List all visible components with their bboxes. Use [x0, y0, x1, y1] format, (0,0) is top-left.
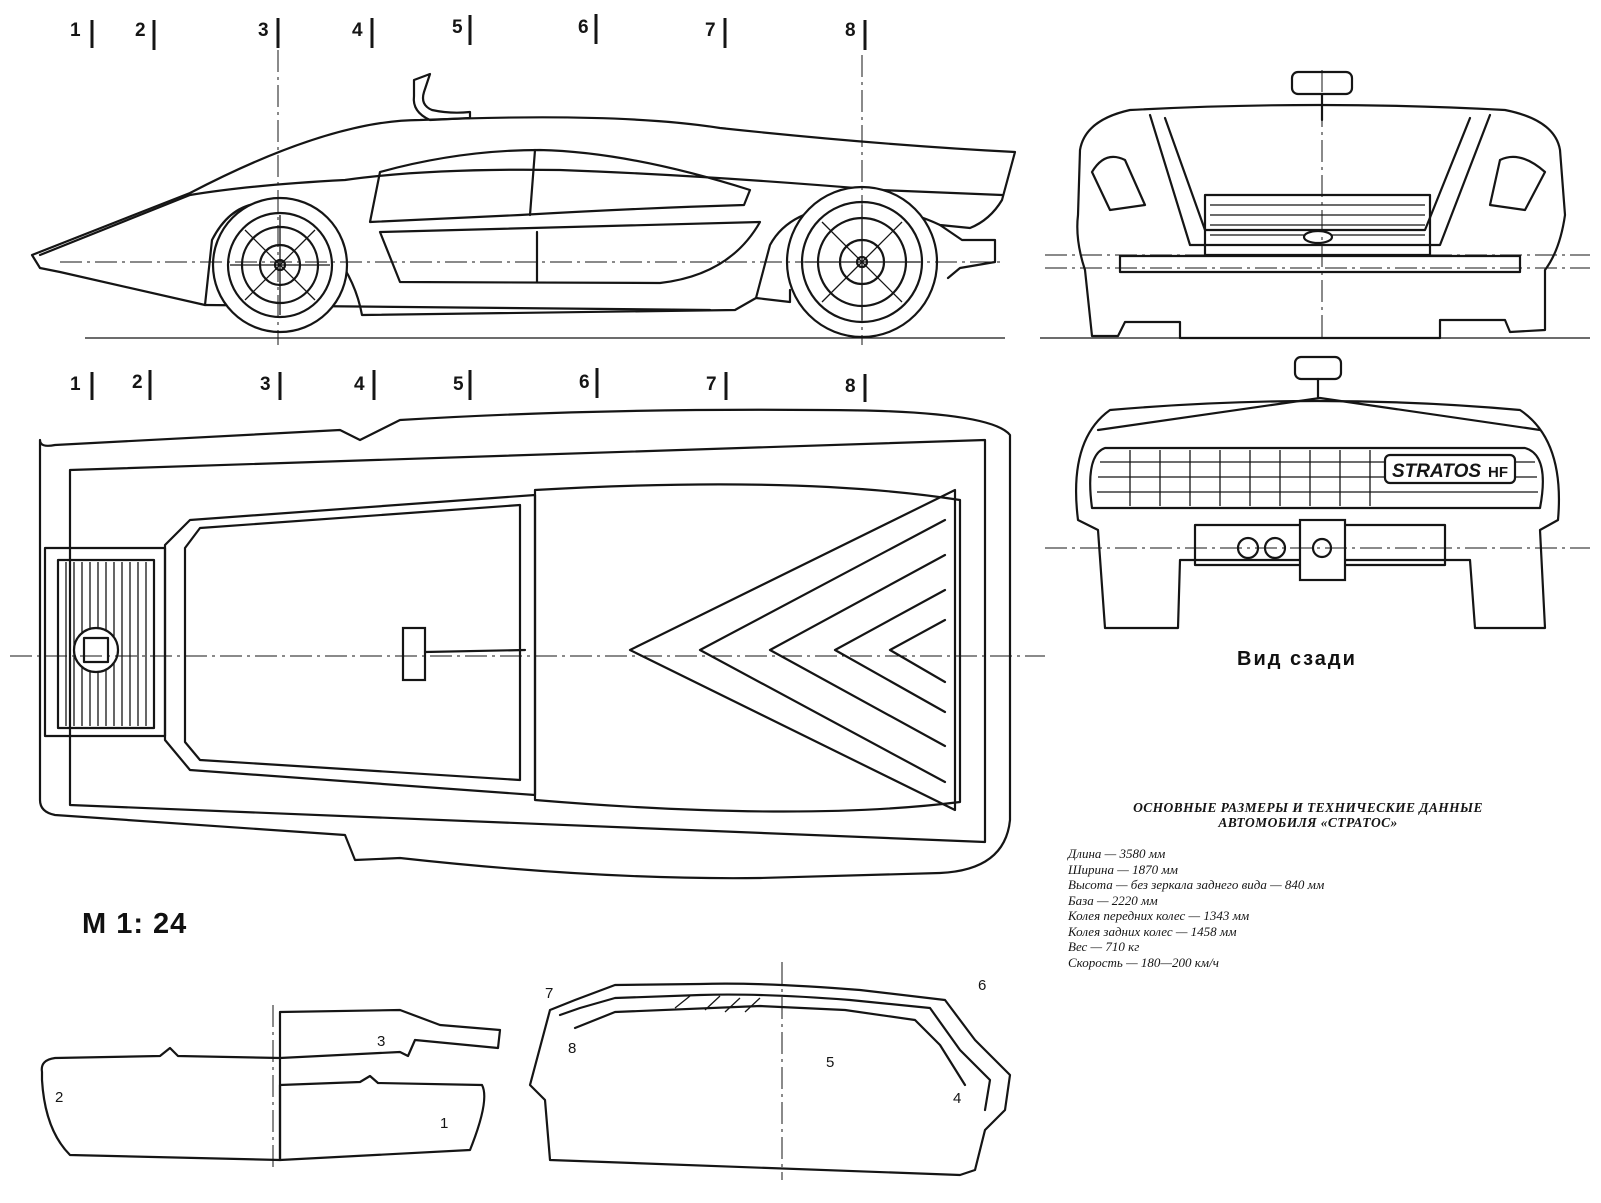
section-number: 2 — [132, 372, 143, 393]
top-view — [10, 408, 1045, 880]
section-number: 6 — [579, 372, 590, 393]
side-view — [30, 50, 1017, 345]
spec-title-line2: АВТОМОБИЛЯ «СТРАТОС» — [1218, 815, 1398, 830]
spec-item: Колея задних колес — 1458 мм — [1068, 923, 1237, 939]
section-number: 2 — [135, 20, 146, 41]
part-drawings-left: 3 2 1 — [40, 1005, 502, 1168]
part-number: 7 — [545, 985, 553, 1002]
part-number: 5 — [826, 1054, 834, 1071]
section-number: 4 — [352, 20, 363, 41]
part-number: 2 — [55, 1089, 63, 1106]
spec-item: Длина — 3580 мм — [1068, 846, 1166, 861]
part-number: 6 — [978, 977, 986, 994]
spec-item: Колея передних колес — 1343 мм — [1068, 908, 1250, 923]
section-number: 1 — [70, 20, 81, 41]
section-number: 3 — [260, 374, 271, 395]
license-plate-suffix: HF — [1488, 464, 1508, 481]
specifications-block: ОСНОВНЫЕ РАЗМЕРЫ И ТЕХНИЧЕСКИЕ ДАННЫЕ АВ… — [1068, 800, 1568, 970]
section-markers-top: 1 2 3 4 5 6 7 8 — [70, 14, 867, 50]
rear-view-upper — [1040, 70, 1590, 340]
section-number: 3 — [258, 20, 269, 41]
section-number: 8 — [845, 20, 856, 41]
spec-item: Ширина — 1870 мм — [1068, 861, 1178, 877]
spec-item: База — 2220 мм — [1068, 892, 1158, 908]
spec-item: Вес — 710 кг — [1068, 939, 1140, 954]
section-number: 4 — [354, 374, 365, 395]
license-plate-text: STRATOS — [1392, 461, 1481, 482]
part-number: 8 — [568, 1040, 576, 1057]
section-number: 6 — [578, 17, 589, 38]
section-number: 7 — [705, 20, 716, 41]
spec-item: Скорость — 180—200 км/ч — [1068, 954, 1219, 970]
section-number: 8 — [845, 376, 856, 397]
part-number: 3 — [377, 1033, 385, 1050]
section-markers-middle: 1 2 3 4 5 6 7 8 — [70, 368, 867, 402]
section-number: 5 — [453, 374, 464, 395]
spec-list: Длина — 3580 мм Ширина — 1870 мм Высота … — [1068, 846, 1568, 970]
part-number: 4 — [953, 1090, 961, 1107]
rear-view-lower: STRATOS HF — [1045, 355, 1590, 630]
part-drawings-right: 7 8 5 6 4 — [528, 962, 1012, 1180]
spec-title-line1: ОСНОВНЫЕ РАЗМЕРЫ И ТЕХНИЧЕСКИЕ ДАННЫЕ — [1133, 800, 1483, 815]
section-number: 5 — [452, 17, 463, 38]
section-number: 7 — [706, 374, 717, 395]
section-number: 1 — [70, 374, 81, 395]
spec-item: Высота — без зеркала заднего вида — 840 … — [1068, 877, 1325, 892]
scale-label: М 1: 24 — [82, 908, 188, 940]
rear-view-label: Вид сзади — [1237, 648, 1357, 670]
part-number: 1 — [440, 1115, 448, 1132]
